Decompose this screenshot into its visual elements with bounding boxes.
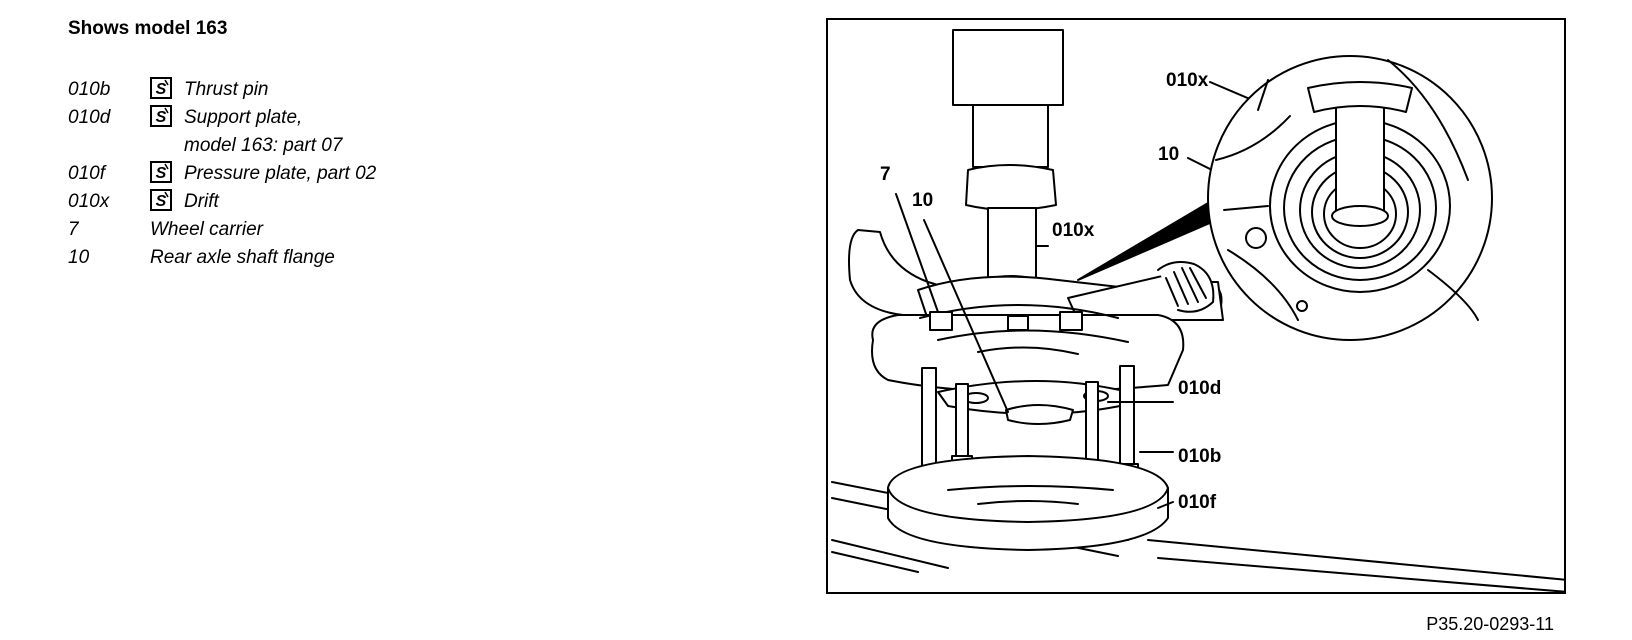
- tool-icon: S: [150, 105, 172, 127]
- legend-code: 10: [68, 247, 90, 268]
- legend-text: Drift: [184, 191, 219, 212]
- label-010d: 010d: [1178, 378, 1221, 399]
- svg-text:S: S: [156, 109, 167, 126]
- figure-reference-code: P35.20-0293-11: [1426, 614, 1554, 634]
- legend-text: Wheel carrier: [150, 219, 263, 240]
- illustration-drawing: 7 10 010x 010x 10 010d 010b 010f: [831, 29, 1564, 592]
- label-7: 7: [880, 164, 891, 185]
- legend-code: 7: [68, 219, 79, 240]
- legend-code: 010b: [68, 79, 111, 100]
- legend-text: Pressure plate, part 02: [184, 163, 377, 184]
- legend-text: Rear axle shaft flange: [150, 247, 335, 268]
- legend-item: 010b S Thrust pin: [68, 76, 376, 104]
- label-10: 10: [912, 190, 933, 211]
- parts-legend: 010b S Thrust pin 010d S Support plate, …: [68, 76, 376, 272]
- svg-text:S: S: [156, 165, 167, 182]
- svg-text:S: S: [156, 81, 167, 98]
- legend-text: Thrust pin: [184, 79, 269, 100]
- legend-item: 010x S Drift: [68, 188, 376, 216]
- legend-text: Support plate,: [184, 107, 303, 128]
- label-10-detail: 10: [1158, 144, 1179, 165]
- technical-illustration: 7 10 010x 010x 10 010d 010b 010f: [826, 18, 1566, 594]
- legend-item: 10 Rear axle shaft flange: [68, 244, 376, 272]
- legend-item: 7 Wheel carrier: [68, 216, 376, 244]
- tool-icon: S: [150, 77, 172, 99]
- legend-code: 010f: [68, 163, 105, 184]
- svg-text:S: S: [156, 193, 167, 210]
- tool-icon: S: [150, 161, 172, 183]
- label-010x-detail: 010x: [1166, 70, 1209, 91]
- legend-item: 010d S Support plate, model 163: part 07: [68, 104, 376, 160]
- legend-item: 010f S Pressure plate, part 02: [68, 160, 376, 188]
- legend-text-line2: model 163: part 07: [184, 135, 343, 156]
- label-010f: 010f: [1178, 492, 1217, 513]
- legend-code: 010d: [68, 107, 111, 128]
- page-title: Shows model 163: [68, 18, 228, 39]
- label-010x: 010x: [1052, 220, 1095, 241]
- legend-code: 010x: [68, 191, 110, 212]
- label-010b: 010b: [1178, 446, 1221, 467]
- tool-icon: S: [150, 189, 172, 211]
